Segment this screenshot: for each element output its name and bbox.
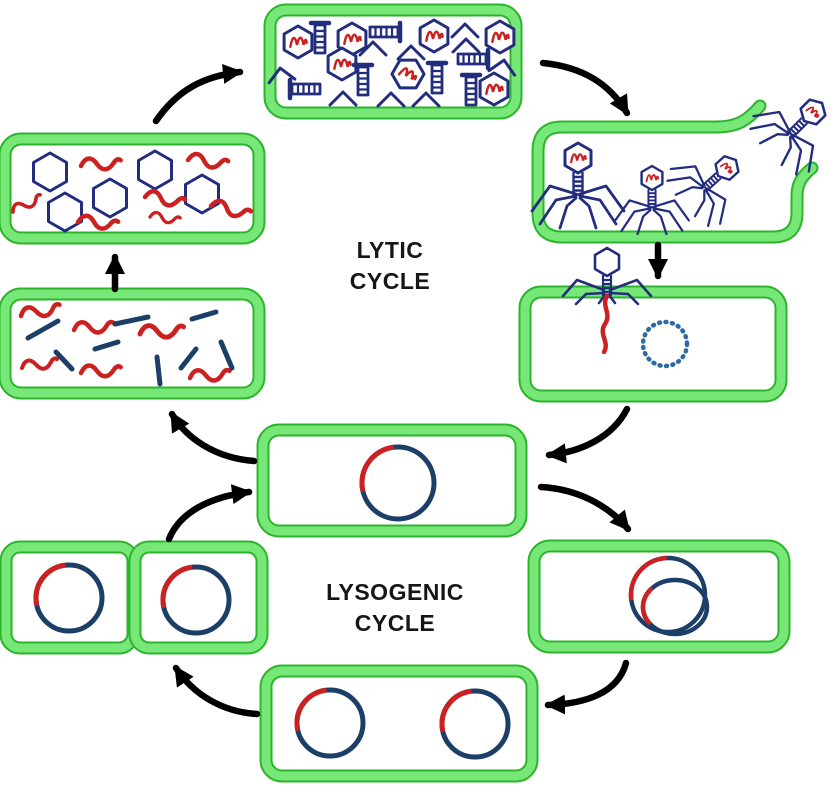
host-dna-fragment-icon xyxy=(154,354,163,387)
arrow-replicated-to-daughters xyxy=(172,664,261,718)
cell-wall-band xyxy=(258,425,526,536)
arrow-daughters-to-circular xyxy=(165,484,253,543)
arrow-assembly-to-lysis xyxy=(539,59,631,117)
replicated-prophage-cell xyxy=(259,664,539,783)
arrow-integration-to-replicated xyxy=(544,659,630,715)
prophage-segment xyxy=(439,689,472,733)
capsid-with-dna-icon xyxy=(486,21,514,53)
arrow-capsids-to-assembly xyxy=(152,64,244,125)
daughter-cells xyxy=(0,540,269,655)
prophage-segment xyxy=(359,445,395,492)
cell-wall xyxy=(259,664,539,783)
prophage-segment xyxy=(640,587,653,625)
capsid-with-dna-icon xyxy=(420,20,448,52)
lytic-cycle-label: LYTIC CYCLE xyxy=(300,235,480,297)
cell-wall-band xyxy=(130,542,267,653)
broken-cell-wall-band xyxy=(533,101,817,242)
host-dna-fragment-icon xyxy=(112,314,151,327)
capsid-with-dna-icon xyxy=(328,48,356,80)
cell-wall-band xyxy=(0,134,264,243)
bacteriophage-icon xyxy=(743,75,838,181)
integration-cell xyxy=(527,539,791,654)
cycle-arrows xyxy=(105,59,668,718)
lytic-cycle-label-line1: LYTIC xyxy=(356,237,424,263)
cell-wall-band xyxy=(261,666,537,781)
prophage-segment xyxy=(628,555,668,601)
prophage-segment xyxy=(294,688,327,732)
prophage-segment xyxy=(33,563,66,607)
cell-wall-band xyxy=(529,541,789,652)
cell-wall xyxy=(518,285,788,403)
bacteriophage-icon xyxy=(661,133,761,233)
empty-capsids-cell xyxy=(0,132,266,245)
assembled-parts-cell xyxy=(263,3,523,120)
bacteriophage-icon xyxy=(532,143,624,228)
injecting-phage-icon xyxy=(561,246,653,355)
circular-dna-cell xyxy=(256,423,528,538)
lysis-cell xyxy=(532,75,838,244)
host-dna-fragment-icon xyxy=(218,339,235,371)
cell-wall-band xyxy=(520,287,786,401)
arrow-circular-to-integration xyxy=(537,483,632,533)
replication-cell xyxy=(0,287,266,400)
host-dna-fragment-icon xyxy=(25,318,61,341)
lysogenic-cycle-label: LYSOGENIC CYCLE xyxy=(305,577,485,639)
host-dna-fragment-icon xyxy=(178,346,199,371)
lytic-cycle-label-line2: CYCLE xyxy=(349,268,431,294)
host-dna-fragment-icon xyxy=(53,349,75,372)
bacteriophage-icon xyxy=(615,166,689,234)
lysogenic-cycle-label-line1: LYSOGENIC xyxy=(326,579,464,605)
capsid-with-dna-icon xyxy=(480,73,508,105)
injected-dna-squiggle xyxy=(600,293,610,355)
cell-wall-band xyxy=(265,5,521,118)
host-dna-fragment-icon xyxy=(92,339,121,352)
capsid-with-dna-icon xyxy=(284,26,312,58)
arrow-injection-to-circular xyxy=(545,405,631,464)
arrow-circular-to-replication xyxy=(168,410,258,465)
bacterial-chromosome-icon xyxy=(640,319,690,369)
lysogenic-cycle-label-line2: CYCLE xyxy=(354,610,436,636)
cell-wall-band xyxy=(0,289,264,398)
prophage-segment xyxy=(160,565,193,609)
injection-cell xyxy=(518,246,788,403)
host-dna-fragment-icon xyxy=(189,309,219,322)
